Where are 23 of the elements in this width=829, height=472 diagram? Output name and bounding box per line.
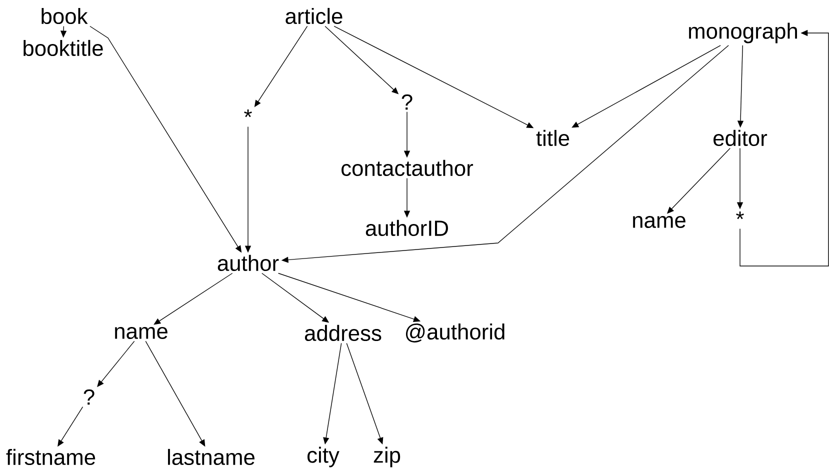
tree-label: ?: [402, 94, 412, 110]
tree-label: city: [308, 446, 340, 468]
tree-label: title: [536, 130, 570, 146]
tree-label: article: [286, 8, 342, 24]
tree-label: zip: [374, 446, 400, 468]
tree-label: editor: [714, 130, 768, 146]
tree-label: name: [633, 216, 686, 228]
tree-label: @authorid: [406, 324, 504, 342]
tree-label: address: [304, 324, 382, 342]
tree-label: lastname: [168, 448, 254, 466]
arrow: [572, 45, 721, 128]
tree-label: *: [244, 109, 252, 118]
tree-label: *: [736, 211, 744, 220]
tree-label: author: [218, 254, 279, 272]
tree-label: authorID: [366, 220, 448, 236]
tree-label: name: [115, 326, 168, 339]
tree-label: contactauthor: [342, 160, 474, 176]
tree-label: book: [42, 8, 88, 24]
tree-label: booktitle: [24, 40, 103, 56]
tree-label: firstname: [6, 448, 96, 466]
tree-label: monograph: [689, 22, 797, 44]
tree-label: ?: [84, 389, 94, 405]
arrow: [154, 272, 233, 325]
